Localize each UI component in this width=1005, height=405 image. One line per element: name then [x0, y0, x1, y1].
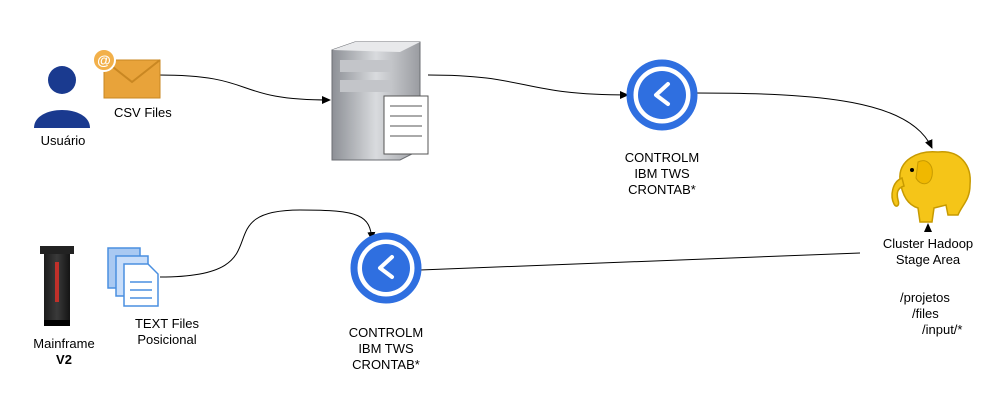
hadoop-label: Cluster Hadoop Stage Area [868, 236, 988, 268]
scheduler-top-label: CONTROLM IBM TWS CRONTAB* [610, 150, 714, 198]
scheduler-bottom-line-1: CONTROLM [348, 325, 424, 340]
edge-csv-to-server [157, 74, 331, 104]
scheduler-bottom-line-3: CRONTAB* [352, 357, 420, 372]
path-projetos: /projetos [900, 290, 950, 305]
mainframe-label: Mainframe V2 [24, 336, 104, 368]
text-files-line-1: TEXT Files [134, 316, 200, 331]
edge-scheduler-bottom-to-hadoop [419, 252, 861, 271]
text-files-icon [107, 247, 159, 307]
envelope-icon: @ [92, 48, 161, 99]
edge-scheduler-top-to-hadoop [694, 92, 933, 149]
scheduler-top-line-3: CRONTAB* [628, 182, 696, 197]
hadoop-elephant-icon [891, 151, 971, 223]
scheduler-bottom-label: CONTROLM IBM TWS CRONTAB* [334, 325, 438, 373]
path-files: /files [912, 306, 939, 321]
mainframe-icon [40, 246, 74, 326]
scheduler-bottom-line-2: IBM TWS [358, 341, 414, 356]
hadoop-line-2: Stage Area [895, 252, 961, 267]
mainframe-name: Mainframe [33, 336, 95, 351]
hadoop-line-1: Cluster Hadoop [882, 236, 974, 251]
text-files-line-2: Posicional [137, 332, 197, 347]
scheduler-top-line-2: IBM TWS [634, 166, 690, 181]
text-files-label: TEXT Files Posicional [122, 316, 212, 348]
mainframe-version: V2 [56, 352, 72, 367]
user-label: Usuário [40, 133, 86, 148]
edge-textfiles-to-scheduler-bottom [159, 209, 376, 278]
clock-icon-bottom [350, 232, 422, 304]
user-icon [34, 66, 90, 128]
svg-text:@: @ [97, 52, 111, 68]
path-input: /input/* [922, 322, 963, 337]
csv-files-label: CSV Files [114, 105, 172, 120]
clock-icon-top [626, 59, 698, 131]
server-icon [331, 41, 429, 161]
edge-server-to-scheduler-top [427, 74, 629, 99]
scheduler-top-line-1: CONTROLM [624, 150, 700, 165]
